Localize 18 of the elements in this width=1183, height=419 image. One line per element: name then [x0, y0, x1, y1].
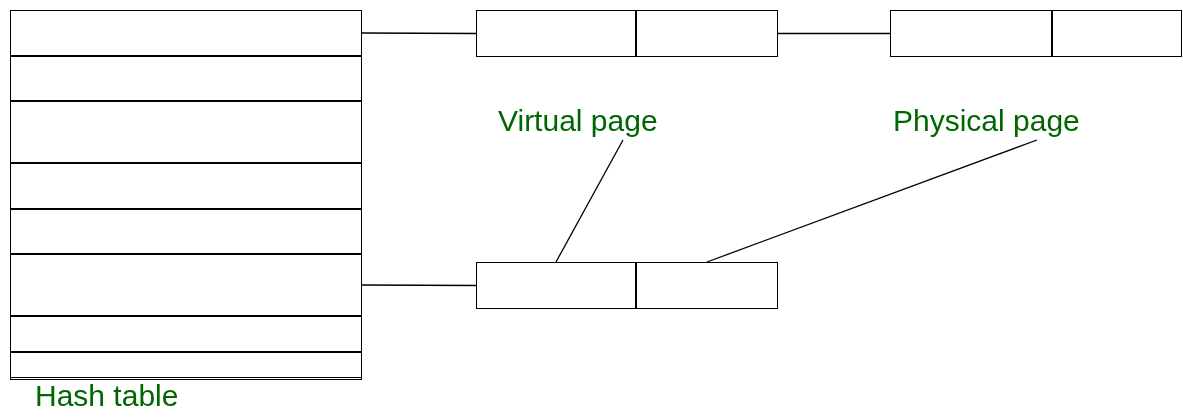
- table-cell: [9, 253, 362, 316]
- table-cell: [9, 100, 362, 163]
- entry-box: [476, 262, 778, 309]
- text-label: Virtual page: [498, 104, 748, 140]
- connector-line: [361, 32, 477, 35]
- table-cell: [9, 208, 362, 254]
- connector-line: [361, 284, 477, 287]
- leader-line: [706, 139, 1038, 263]
- table-cell: [9, 351, 362, 380]
- text-label: Physical page: [893, 104, 1181, 140]
- entry-box: [890, 10, 1182, 57]
- entry-box: [476, 10, 778, 57]
- table-caption: Hash table: [35, 379, 179, 413]
- table-cell: [9, 162, 362, 209]
- connector-line: [777, 32, 891, 35]
- table-cell: [9, 315, 362, 352]
- leader-line: [555, 139, 624, 263]
- table-cell: [9, 55, 362, 101]
